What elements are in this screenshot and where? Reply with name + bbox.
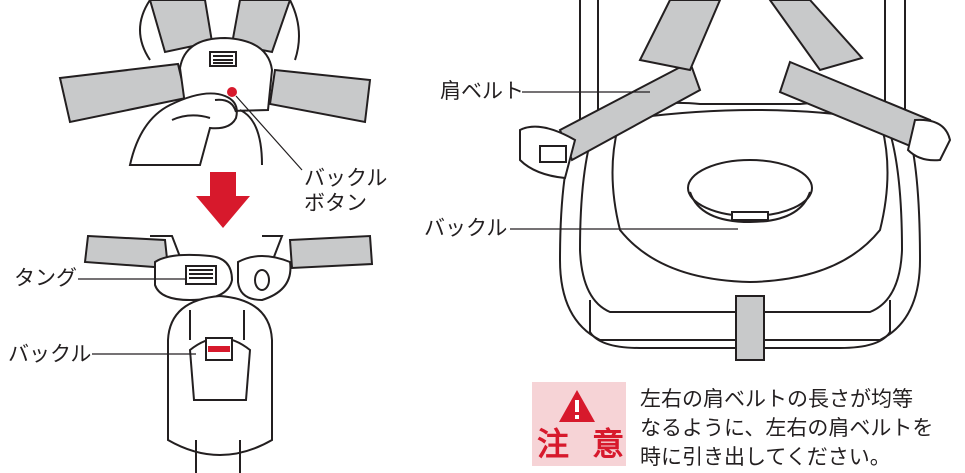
car-seat-illustration [510,0,952,361]
belt-right-top [268,68,372,124]
bottom-left-buckle-illustration [78,234,374,473]
harness-left [638,0,722,72]
belt-center-right [230,0,292,54]
buckle-red-slot [208,346,230,352]
label-tongue: タング [14,266,77,290]
hand [128,92,238,166]
caution-line-1: 左右の肩ベルトの長さが均等 [640,387,913,411]
warning-triangle-icon [559,390,595,422]
label-buckle-button-line1: バックル [304,166,388,190]
crotch-strap [735,295,765,361]
down-arrow-icon [196,172,250,228]
caution-line-3: 時に引き出してください。 [640,445,891,469]
belt-right-bottom [288,234,374,270]
harness-right [768,0,864,72]
caution-badge-text: 注 意 [537,425,631,463]
label-buckle-left: バックル [8,342,92,366]
top-left-hands-illustration [58,0,372,171]
tongue-right [237,255,292,302]
label-buckle-button-line2: ボタン [304,191,367,215]
buckle-bottom [167,294,273,456]
buckle-cap [687,159,813,217]
label-buckle-right: バックル [424,216,508,240]
label-shoulder-belt: 肩ベルト [440,79,524,103]
buckle-button-red [227,87,237,97]
caution-line-2: なるように、左右の肩ベルトを [640,416,934,440]
